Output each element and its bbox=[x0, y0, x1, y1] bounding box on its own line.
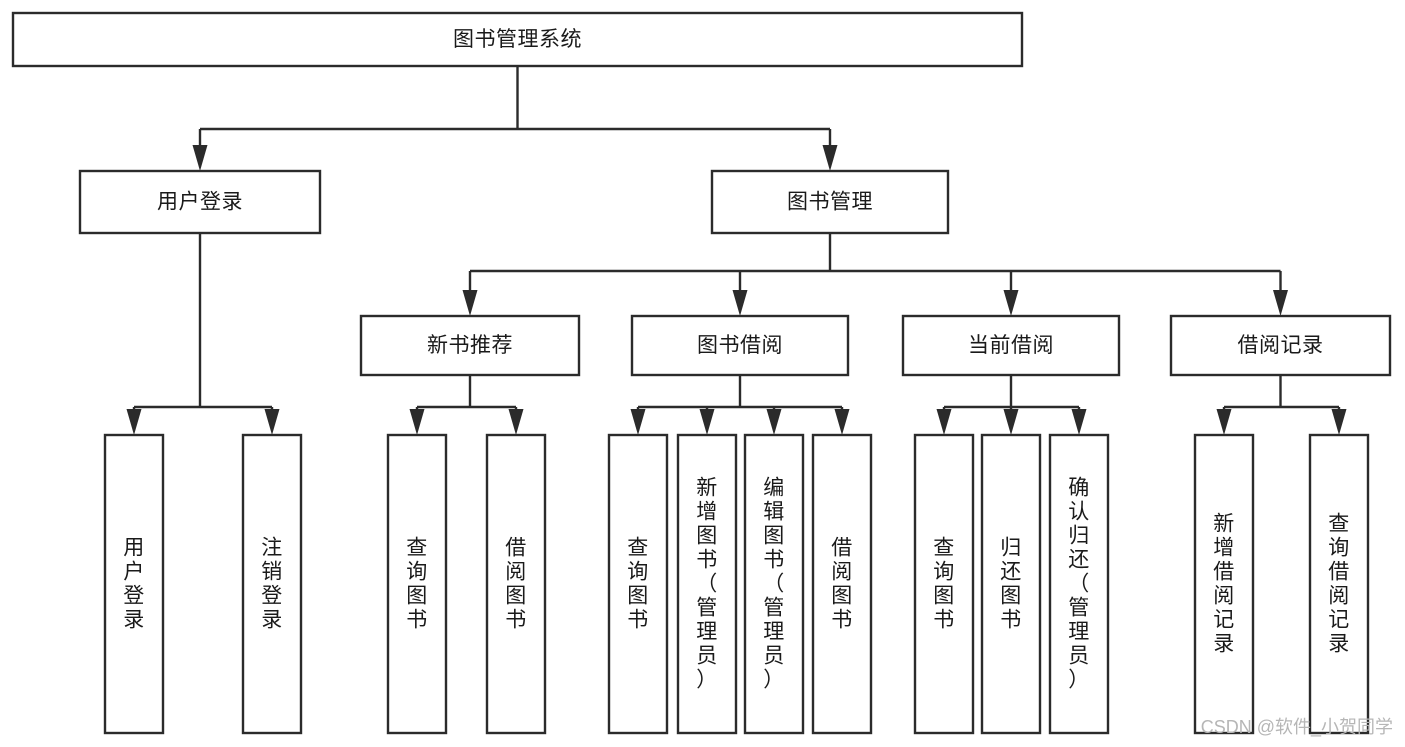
node-box-new-book-recommend[interactable] bbox=[359, 314, 581, 377]
node-leaf-user-login[interactable]: 用户登录 bbox=[103, 433, 165, 735]
node-label-leaf-confirm-return: 确认归还（管理员） bbox=[1068, 477, 1090, 692]
node-label-current-borrow: 当前借阅 bbox=[968, 334, 1054, 357]
node-leaf-confirm-return[interactable]: 确认归还（管理员） bbox=[1048, 433, 1110, 735]
node-box-borrow-record[interactable] bbox=[1169, 314, 1392, 377]
node-root[interactable]: 图书管理系统 bbox=[11, 11, 1024, 68]
node-box-leaf-add-record[interactable] bbox=[1193, 433, 1255, 735]
node-box-leaf-user-logout[interactable] bbox=[241, 433, 303, 735]
node-new-book-recommend[interactable]: 新书推荐 bbox=[359, 314, 581, 377]
node-label-borrow-record: 借阅记录 bbox=[1238, 334, 1324, 357]
node-box-leaf-borrow-book-1[interactable] bbox=[485, 433, 547, 735]
node-box-leaf-query-book-3[interactable] bbox=[913, 433, 975, 735]
node-box-leaf-user-login[interactable] bbox=[103, 433, 165, 735]
node-borrow-record[interactable]: 借阅记录 bbox=[1169, 314, 1392, 377]
node-user-login[interactable]: 用户登录 bbox=[78, 169, 322, 235]
node-label-leaf-user-login: 用户登录 bbox=[123, 537, 145, 632]
connector-layer bbox=[126, 66, 1347, 435]
node-label-leaf-add-record: 新增借阅记录 bbox=[1213, 513, 1235, 656]
node-book-manage[interactable]: 图书管理 bbox=[710, 169, 950, 235]
node-box-leaf-query-record[interactable] bbox=[1308, 433, 1370, 735]
node-box-leaf-borrow-book-2[interactable] bbox=[811, 433, 873, 735]
connector-group-current-borrow bbox=[936, 375, 1087, 435]
node-label-leaf-add-book: 新增图书（管理员） bbox=[696, 477, 718, 692]
node-label-leaf-return-book: 归还图书 bbox=[1000, 537, 1022, 632]
connector-group-root bbox=[192, 66, 838, 171]
node-box-current-borrow[interactable] bbox=[901, 314, 1121, 377]
node-leaf-borrow-book-1[interactable]: 借阅图书 bbox=[485, 433, 547, 735]
node-label-leaf-query-book-3: 查询图书 bbox=[933, 537, 955, 632]
node-label-book-borrow: 图书借阅 bbox=[697, 334, 783, 357]
connector-group-book-manage bbox=[462, 233, 1288, 316]
node-box-leaf-return-book[interactable] bbox=[980, 433, 1042, 735]
node-label-new-book-recommend: 新书推荐 bbox=[427, 334, 513, 357]
node-label-leaf-user-logout: 注销登录 bbox=[261, 537, 283, 632]
connector-group-user-login bbox=[126, 233, 280, 435]
node-label-root: 图书管理系统 bbox=[453, 28, 582, 51]
node-book-borrow[interactable]: 图书借阅 bbox=[630, 314, 850, 377]
node-leaf-borrow-book-2[interactable]: 借阅图书 bbox=[811, 433, 873, 735]
node-leaf-add-record[interactable]: 新增借阅记录 bbox=[1193, 433, 1255, 735]
node-label-user-login: 用户登录 bbox=[157, 191, 243, 214]
node-box-book-borrow[interactable] bbox=[630, 314, 850, 377]
node-box-leaf-query-book-2[interactable] bbox=[607, 433, 669, 735]
node-leaf-query-book-2[interactable]: 查询图书 bbox=[607, 433, 669, 735]
node-leaf-add-book[interactable]: 新增图书（管理员） bbox=[676, 433, 738, 735]
connector-group-book-borrow bbox=[630, 375, 850, 435]
node-label-leaf-query-book-1: 查询图书 bbox=[406, 537, 428, 632]
node-leaf-query-book-3[interactable]: 查询图书 bbox=[913, 433, 975, 735]
node-leaf-query-record[interactable]: 查询借阅记录 bbox=[1308, 433, 1370, 735]
node-box-leaf-edit-book[interactable] bbox=[743, 433, 805, 735]
node-box-book-manage[interactable] bbox=[710, 169, 950, 235]
node-label-leaf-borrow-book-1: 借阅图书 bbox=[505, 537, 527, 632]
node-current-borrow[interactable]: 当前借阅 bbox=[901, 314, 1121, 377]
node-label-leaf-edit-book: 编辑图书（管理员） bbox=[763, 477, 785, 692]
node-leaf-user-logout[interactable]: 注销登录 bbox=[241, 433, 303, 735]
node-box-root[interactable] bbox=[11, 11, 1024, 68]
node-box-leaf-query-book-1[interactable] bbox=[386, 433, 448, 735]
node-box-user-login[interactable] bbox=[78, 169, 322, 235]
node-leaf-query-book-1[interactable]: 查询图书 bbox=[386, 433, 448, 735]
node-box-leaf-confirm-return[interactable] bbox=[1048, 433, 1110, 735]
node-label-leaf-query-book-2: 查询图书 bbox=[627, 537, 649, 632]
node-layer: 图书管理系统用户登录图书管理新书推荐图书借阅当前借阅借阅记录用户登录注销登录查询… bbox=[11, 11, 1392, 735]
node-label-leaf-query-record: 查询借阅记录 bbox=[1328, 513, 1350, 656]
connector-group-borrow-record bbox=[1216, 375, 1347, 435]
node-label-book-manage: 图书管理 bbox=[787, 191, 873, 214]
node-label-leaf-borrow-book-2: 借阅图书 bbox=[831, 537, 853, 632]
connector-group-new-book-recommend bbox=[409, 375, 524, 435]
node-box-leaf-add-book[interactable] bbox=[676, 433, 738, 735]
node-leaf-edit-book[interactable]: 编辑图书（管理员） bbox=[743, 433, 805, 735]
node-leaf-return-book[interactable]: 归还图书 bbox=[980, 433, 1042, 735]
